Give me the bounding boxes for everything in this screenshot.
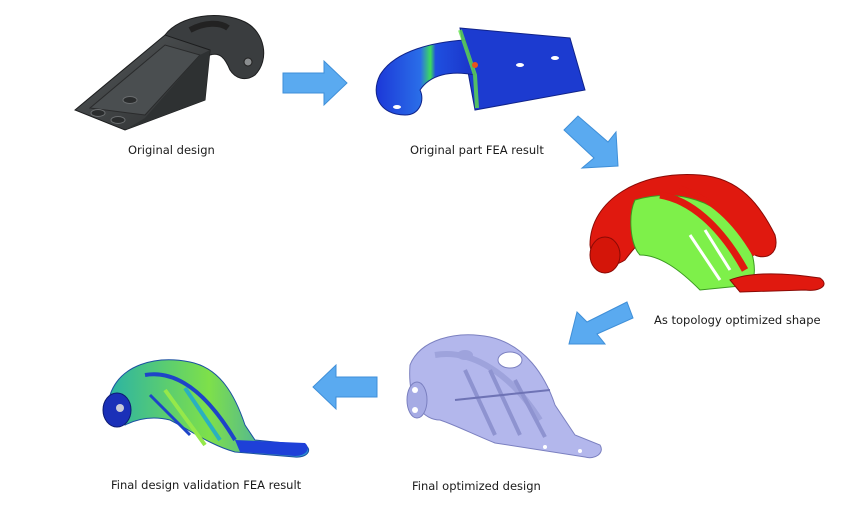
fea-teal-part-icon bbox=[102, 359, 310, 458]
step-label-original-design: Original design bbox=[128, 143, 215, 157]
topology-red-green-icon bbox=[589, 173, 825, 293]
original-fea-model bbox=[365, 20, 595, 125]
arrow-left-icon bbox=[310, 362, 380, 412]
final-optimized-model bbox=[395, 325, 615, 465]
final-fea-model bbox=[95, 340, 320, 460]
arrow-down-left-icon bbox=[565, 290, 635, 350]
step-label-final-fea: Final design validation FEA result bbox=[111, 478, 302, 492]
step-label-topology-optimized: As topology optimized shape bbox=[654, 313, 821, 327]
bracket-dark-icon bbox=[74, 15, 265, 131]
original-design-model bbox=[70, 0, 280, 135]
fea-blue-part-icon bbox=[375, 27, 586, 116]
topology-optimized-model bbox=[580, 160, 840, 305]
step-label-original-fea: Original part FEA result bbox=[410, 143, 544, 157]
step-label-final-optimized: Final optimized design bbox=[412, 479, 541, 493]
arrow-down-right-icon bbox=[560, 110, 630, 170]
bracket-lavender-icon bbox=[406, 334, 602, 459]
arrow-right-icon bbox=[280, 58, 350, 108]
